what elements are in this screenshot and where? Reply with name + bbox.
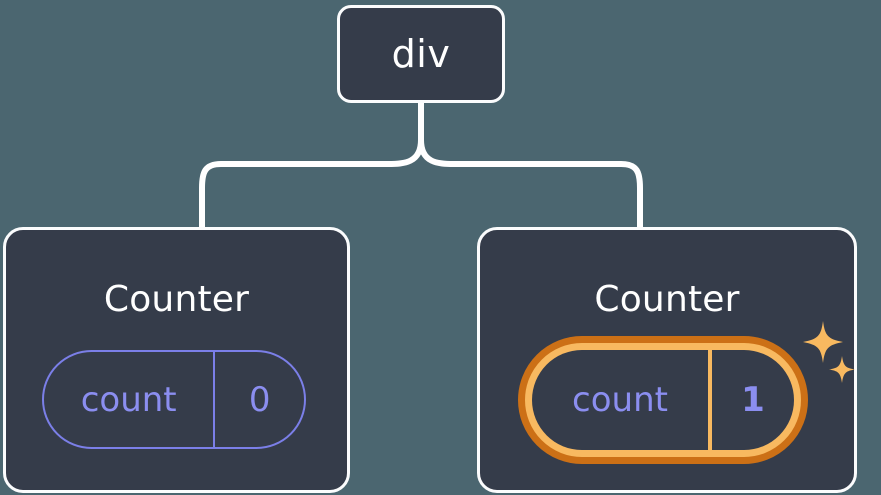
state-pill-count-right[interactable]: count 1 <box>518 336 808 464</box>
counter-left-label: Counter <box>103 279 250 320</box>
state-key-label-left: count <box>80 379 177 420</box>
state-pill-inner-right: count 1 <box>532 350 794 450</box>
root-node-label: div <box>391 32 451 76</box>
state-value-label-left: 0 <box>213 352 304 447</box>
connector-branch-left <box>199 137 424 230</box>
node-root-div[interactable]: div <box>337 5 505 103</box>
connector-branch-right <box>418 137 643 230</box>
state-key-label-right: count <box>572 380 668 420</box>
state-pill-count-left[interactable]: count 0 <box>42 350 306 449</box>
state-value-label-right: 1 <box>708 350 794 450</box>
counter-right-label: Counter <box>594 279 740 320</box>
